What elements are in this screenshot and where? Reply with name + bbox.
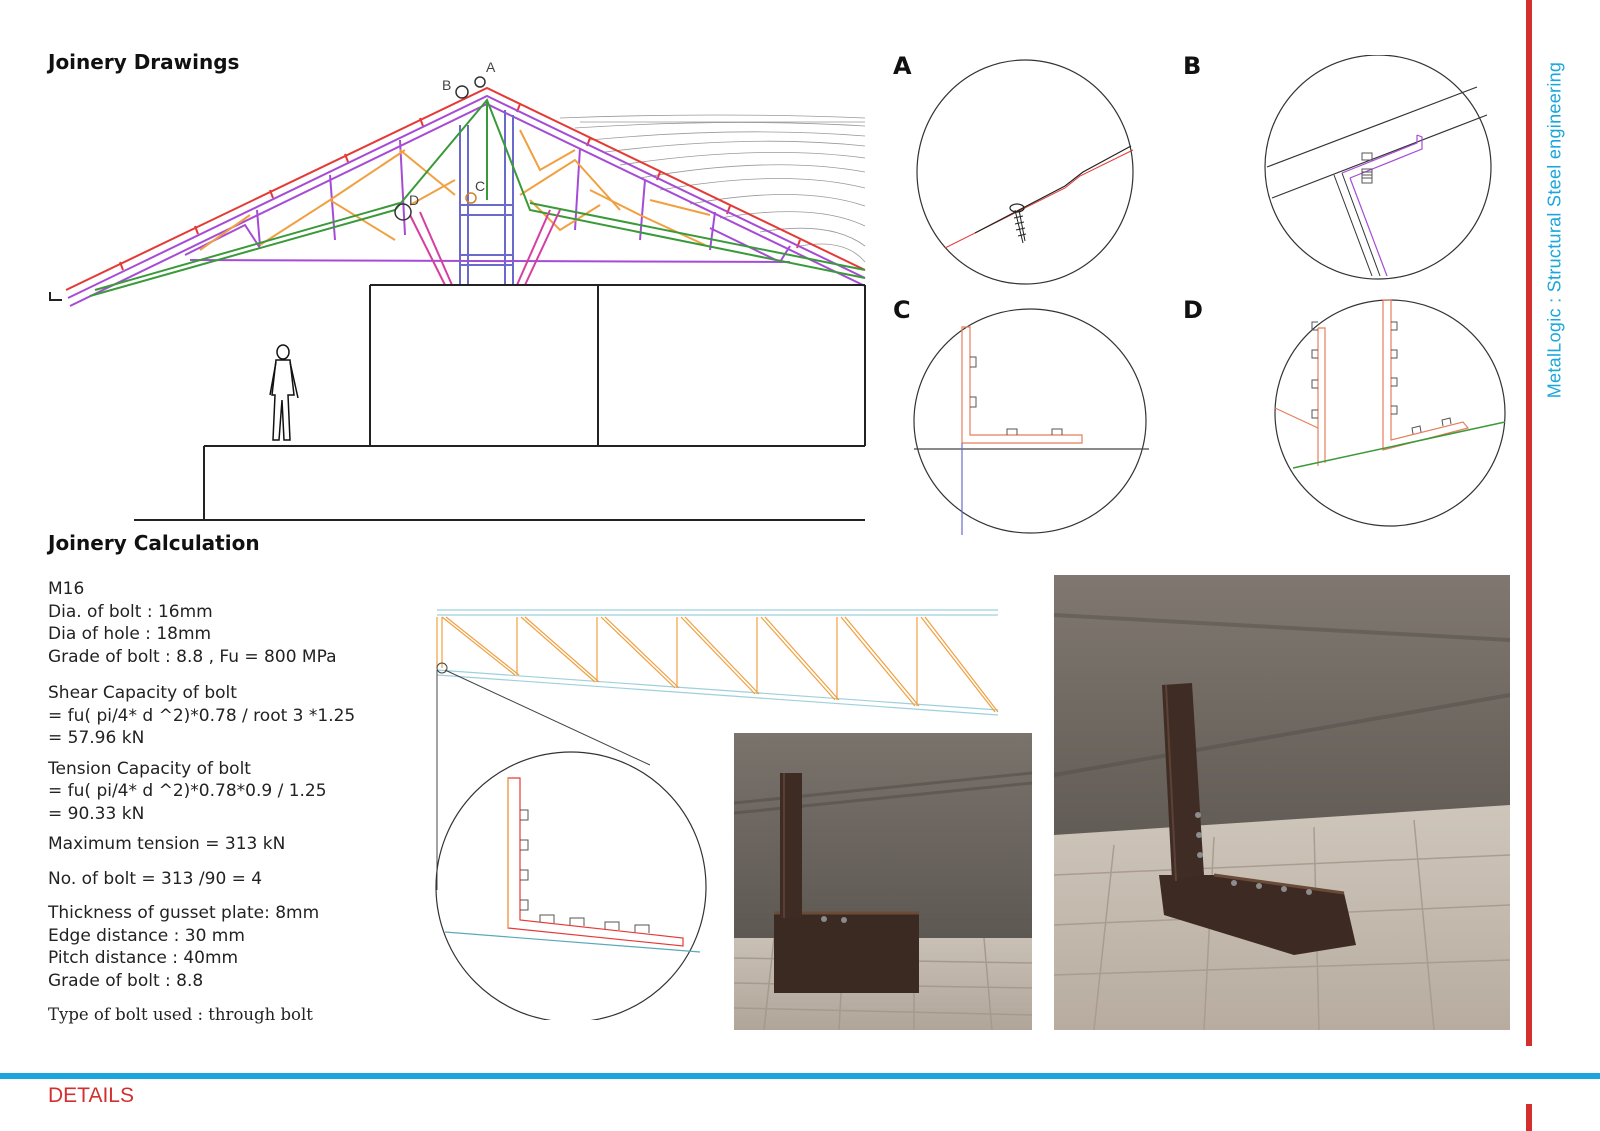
calc-shear-result: = 57.96 kN xyxy=(48,728,145,748)
calc-type: Type of bolt used : through bolt xyxy=(48,1005,313,1024)
human-figure xyxy=(269,344,299,441)
truss-elevation-drawing xyxy=(49,76,866,521)
calc-edge: Edge distance : 30 mm xyxy=(48,925,245,946)
calc-pitch: Pitch distance : 40mm xyxy=(48,948,239,968)
calc-dia-bolt: Dia. of bolt : 16mm xyxy=(48,601,213,622)
calc-dia-hole: Dia of hole : 18mm xyxy=(48,624,212,644)
footer-section-title: DETAILS xyxy=(48,1084,134,1107)
detail-letter-b: B xyxy=(1183,52,1202,80)
red-rafter xyxy=(65,86,866,291)
truss-label-b: B xyxy=(442,77,452,93)
magenta-supports xyxy=(409,209,561,286)
footer-blue-rule xyxy=(0,1073,1600,1079)
joinery-drawings-heading: Joinery Drawings xyxy=(48,50,240,74)
calc-shear-formula: = fu( pi/4* d ^2)*0.78 / root 3 *1.25 xyxy=(48,705,356,726)
steel-joint-photo-large xyxy=(1054,575,1510,1030)
curved-roof-sheets xyxy=(559,114,866,263)
detail-letter-c: C xyxy=(893,296,911,324)
calc-gusset: Thickness of gusset plate: 8mm xyxy=(48,903,320,923)
calc-no-bolt: No. of bolt = 313 /90 = 4 xyxy=(48,868,263,889)
truss-label-c: C xyxy=(475,178,486,194)
calc-grade: Grade of bolt : 8.8 , Fu = 800 MPa xyxy=(48,646,337,667)
detail-letter-a: A xyxy=(893,52,912,80)
calc-tension-result: = 90.33 kN xyxy=(48,803,145,824)
right-red-rule xyxy=(1526,0,1532,1046)
joint-markers xyxy=(394,76,486,221)
green-bottom-chord xyxy=(89,98,866,297)
truss-label-a: A xyxy=(486,59,496,75)
calc-grade2: Grade of bolt : 8.8 xyxy=(48,970,204,991)
calc-bolt: M16 xyxy=(48,579,85,599)
lattice-truss-detail xyxy=(435,609,999,1020)
calculation-block: M16 Dia. of bolt : 16mm Dia of hole : 18… xyxy=(48,578,355,1027)
calc-max-tension: Maximum tension = 313 kN xyxy=(48,834,286,854)
calc-tension-formula: = fu( pi/4* d ^2)*0.78*0.9 / 1.25 xyxy=(48,781,327,801)
central-column xyxy=(459,110,514,285)
calc-shear-title: Shear Capacity of bolt xyxy=(48,683,237,703)
right-red-rule-bottom xyxy=(1526,1104,1532,1131)
building-outline xyxy=(49,284,866,521)
lattice-web xyxy=(436,616,999,713)
detail-letter-d: D xyxy=(1183,296,1203,324)
steel-joint-photo-small xyxy=(734,733,1032,1030)
detail-d-circle xyxy=(1274,299,1506,527)
vertical-project-title: MetalLogic : Structural Steel engineerin… xyxy=(1544,61,1565,399)
truss-label-d: D xyxy=(409,192,420,208)
joinery-calculation-heading: Joinery Calculation xyxy=(48,531,260,555)
calc-tension-title: Tension Capacity of bolt xyxy=(48,758,251,779)
detail-b-circle xyxy=(1264,55,1492,280)
detail-a-circle xyxy=(916,59,1134,285)
detail-c-circle xyxy=(913,308,1149,535)
